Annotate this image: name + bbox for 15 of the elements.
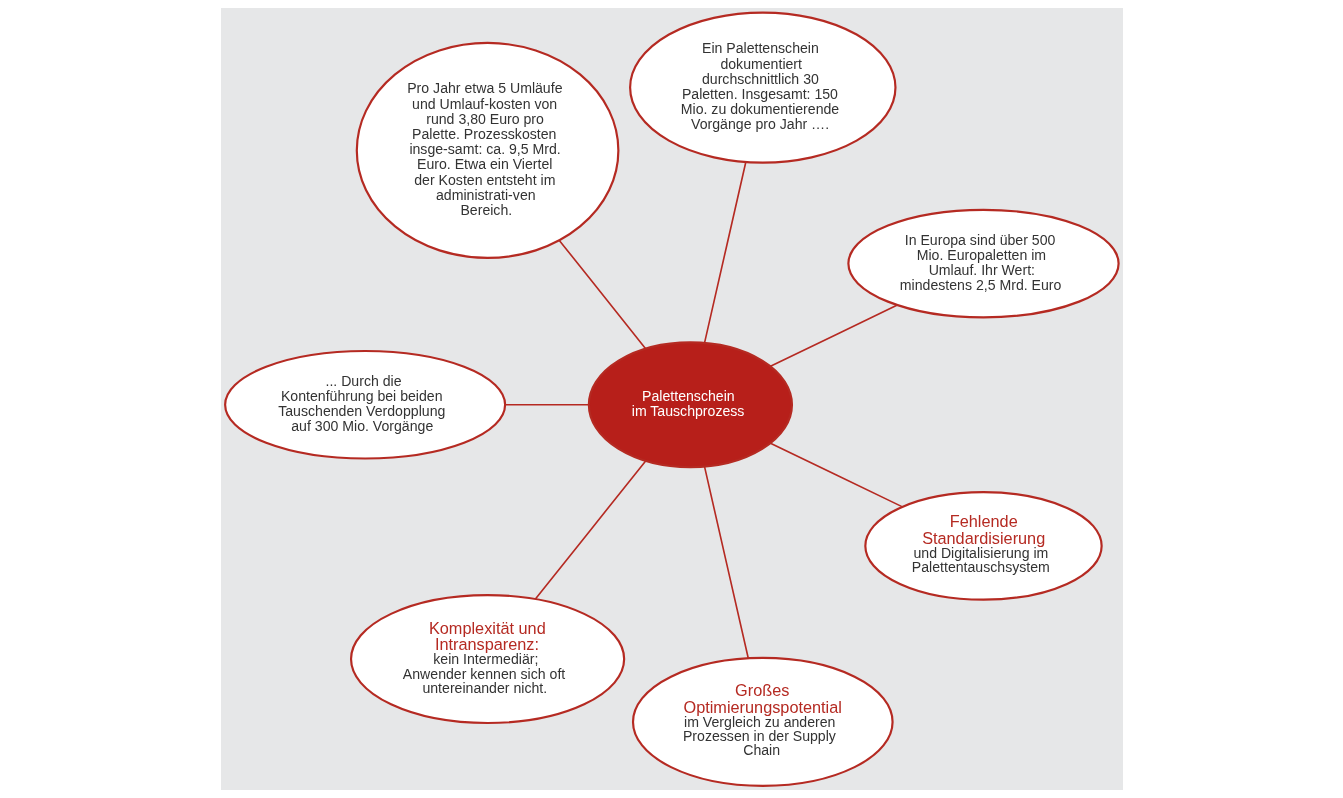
node-ellipse: Palettenschein im Tauschprozess [587,341,793,469]
connector [534,460,646,600]
connector [503,403,590,406]
connector [769,304,898,367]
connector [703,161,747,344]
connector [703,465,749,660]
node-ellipse: Pro Jahr etwa 5 Umläufe und Umlauf-kosten von rund 3,80 Euro pro Palette. Prozesskosten insge-samt: ca. 9,5 Mrd. Euro. Etwa ein Viertel der Kosten entsteht im administrati-ven Bereich. [355,41,619,260]
connector [558,239,646,350]
node-ellipse: In Europa sind über 500 Mio. Europaletten im Umlauf. Ihr Wert: mindestens 2,5 Mrd. Euro [846,208,1120,319]
node-ellipse: Ein Palettenschein dokumentiert durchschnittlich 30 Paletten. Insgesamt: 150 Mio. zu dokumentierende Vorgänge pro Jahr …. [628,11,897,164]
node-ellipse: Fehlende Standardisierung und Digitalisierung im Palettentauschsystem [863,491,1103,601]
connector [769,442,903,508]
node-ellipse: ... Durch die Kontenführung bei beiden Tauschenden Verdopplung auf 300 Mio. Vorgänge [223,349,506,460]
node-ellipse: Komplexität und Intransparenz: kein Intermediär; Anwender kennen sich oft untereinander nicht. [349,594,625,725]
node-ellipse: Großes Optimierungspotential im Vergleich zu anderen Prozessen in der Supply Chain [631,656,894,787]
